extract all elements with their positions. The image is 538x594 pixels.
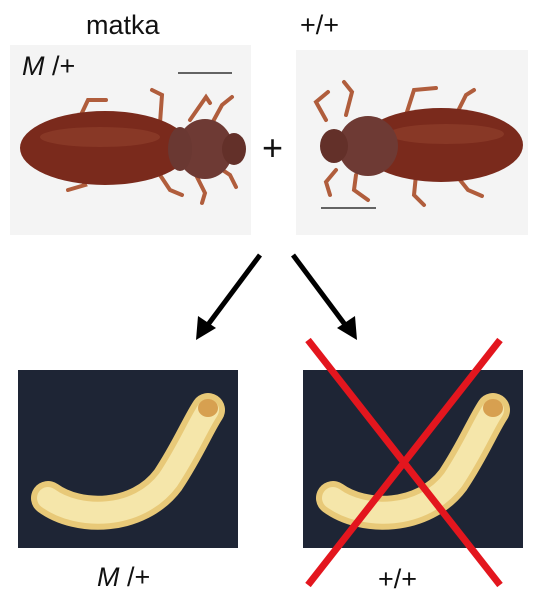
genotype-rest: /+ <box>120 562 151 592</box>
cross-plus-sign: + <box>262 130 283 166</box>
left-larva-photo <box>18 370 238 548</box>
mother-genotype: M /+ <box>22 53 75 80</box>
genotype-symbol: M <box>22 51 45 81</box>
red-cross <box>300 335 510 590</box>
offspring-right-genotype: +/+ <box>378 566 417 593</box>
offspring-left-genotype: M /+ <box>97 564 150 591</box>
down-left-arrow <box>190 250 270 345</box>
mother-label: matka <box>86 12 160 39</box>
genotype-rest: /+ <box>45 51 76 81</box>
down-right-arrow <box>285 250 365 345</box>
genotype-symbol: M <box>97 562 120 592</box>
beetle-photo <box>296 50 528 235</box>
father-label: +/+ <box>300 12 339 39</box>
father-beetle-photo <box>296 50 528 235</box>
larva-photo <box>18 370 238 548</box>
